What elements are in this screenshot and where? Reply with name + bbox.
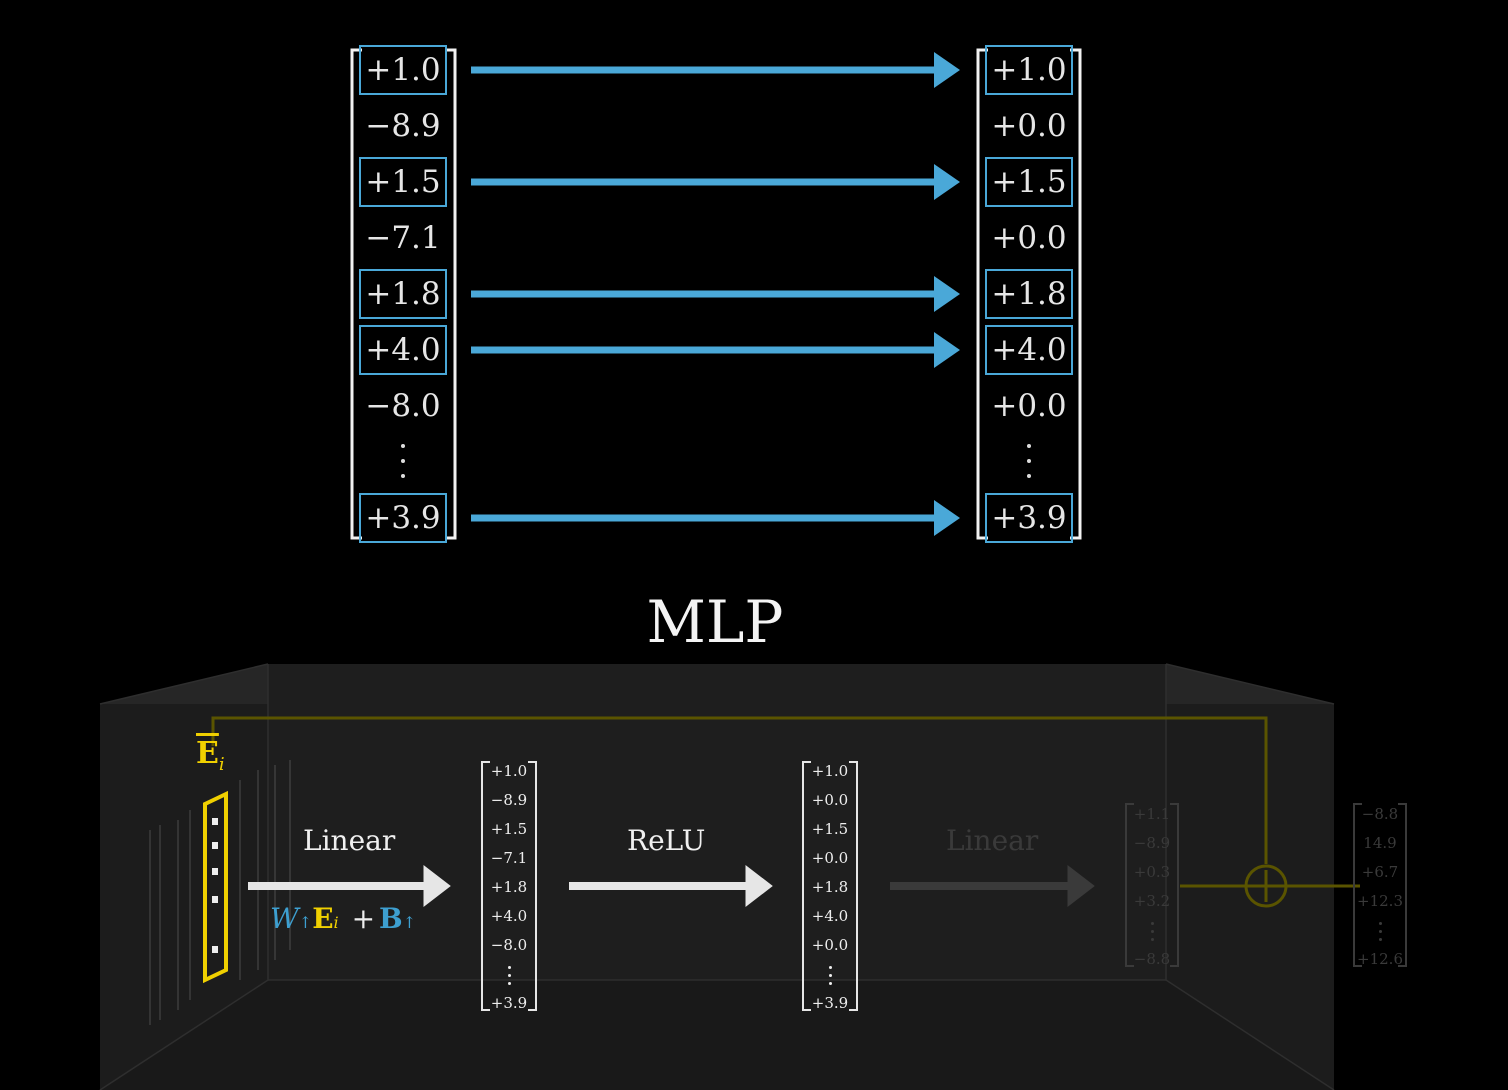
- input-vector-cell: +1.5: [359, 157, 447, 207]
- vector-cell: −8.8: [1361, 805, 1399, 823]
- linear2-label: Linear: [946, 824, 1039, 857]
- output-vector-cell: +3.9: [985, 493, 1073, 543]
- vector-cell: 14.9: [1363, 834, 1397, 852]
- relu-arrow: [569, 864, 773, 908]
- embedding-label: Ei: [196, 736, 225, 775]
- vector-cell: −8.9: [1133, 834, 1171, 852]
- input-vector-cell: +3.9: [359, 493, 447, 543]
- mlp-title: MLP: [646, 588, 784, 656]
- output-vector-cell: +1.8: [985, 269, 1073, 319]
- ellipsis-icon: [479, 966, 539, 990]
- input-vector-cell: +1.0: [359, 45, 447, 95]
- vector-cell: +1.5: [490, 820, 528, 838]
- relu-pass-arrow: [471, 164, 960, 200]
- linear2-arrow: [890, 864, 1095, 908]
- vector-cell: +0.0: [811, 791, 849, 809]
- vector-cell: −8.8: [1133, 950, 1171, 968]
- output-vector-cell: +4.0: [985, 325, 1073, 375]
- relu-pass-arrow: [471, 276, 960, 312]
- ellipsis-icon: [979, 444, 1079, 489]
- vector-cell: −8.9: [490, 791, 528, 809]
- top-diagram: [350, 48, 1082, 540]
- vector-cell: −8.0: [490, 936, 528, 954]
- relu-pass-arrow: [471, 52, 960, 88]
- input-vector-cell: −7.1: [365, 220, 441, 256]
- output-vector-cell: +1.0: [985, 45, 1073, 95]
- relu-pass-arrow: [471, 500, 960, 536]
- vector-cell: +3.9: [811, 994, 849, 1012]
- linear1-arrow: [248, 864, 451, 908]
- vector-cell: +1.0: [490, 762, 528, 780]
- relu-label: ReLU: [627, 824, 706, 857]
- vector-cell: +12.3: [1357, 892, 1403, 910]
- output-vector-cell: +0.0: [991, 388, 1067, 424]
- output-vector-cell: +0.0: [991, 220, 1067, 256]
- linear-formula: W↑Ei +B↑: [270, 902, 417, 935]
- vector-cell: +1.5: [811, 820, 849, 838]
- vector-cell: +12.6: [1357, 950, 1403, 968]
- input-vector-cell: +1.8: [359, 269, 447, 319]
- ellipsis-icon: [1122, 922, 1182, 946]
- residual-connection: [211, 716, 1360, 908]
- vector-cell: +1.8: [490, 878, 528, 896]
- linear1-label: Linear: [303, 824, 396, 857]
- vector-cell: +1.8: [811, 878, 849, 896]
- vector-cell: +6.7: [1361, 863, 1399, 881]
- vector-cell: +1.0: [811, 762, 849, 780]
- vector-cell: +4.0: [490, 907, 528, 925]
- output-vector-cell: +1.5: [985, 157, 1073, 207]
- vector-cell: +3.9: [490, 994, 528, 1012]
- vector-cell: +4.0: [811, 907, 849, 925]
- input-vector-cell: −8.9: [365, 108, 441, 144]
- output-vector-bracket: [976, 48, 1082, 540]
- vector-cell: +0.0: [811, 849, 849, 867]
- input-vector-cell: +4.0: [359, 325, 447, 375]
- vector-cell: +3.2: [1133, 892, 1171, 910]
- vector-cell: +0.0: [811, 936, 849, 954]
- mlp-block: [99, 663, 1407, 1090]
- input-vector-bracket: [350, 48, 457, 540]
- ellipsis-icon: [353, 444, 453, 489]
- ellipsis-icon: [1350, 922, 1410, 946]
- relu-pass-arrow: [471, 332, 960, 368]
- embedding-column: [203, 790, 228, 984]
- vector-cell: −7.1: [490, 849, 528, 867]
- output-vector-cell: +0.0: [991, 108, 1067, 144]
- vector-cell: +0.3: [1133, 863, 1171, 881]
- input-vector-cell: −8.0: [365, 388, 441, 424]
- vector-cell: +1.1: [1133, 805, 1171, 823]
- ellipsis-icon: [800, 966, 860, 990]
